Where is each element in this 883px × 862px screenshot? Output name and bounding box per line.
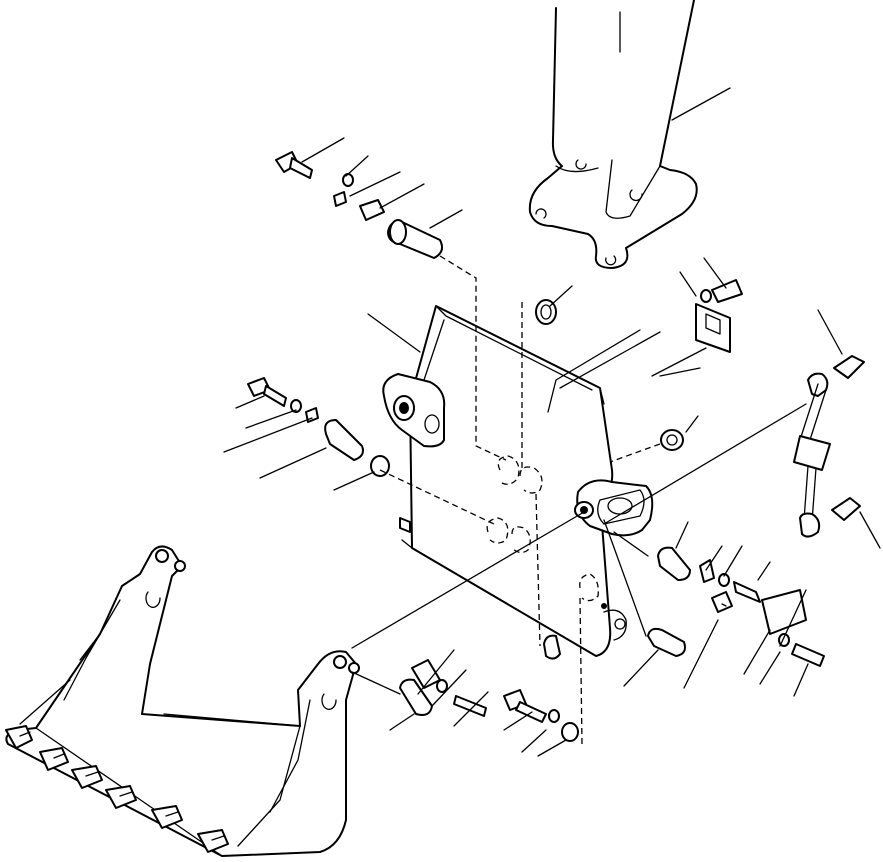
bucket <box>5 545 360 857</box>
hydraulic-cylinder <box>793 355 865 538</box>
assembly-lines <box>379 255 661 745</box>
lift-arm <box>528 0 731 269</box>
upper-fastener-set <box>275 151 443 259</box>
leader-lines <box>223 137 881 757</box>
coupler-frame <box>382 305 654 657</box>
middle-fastener-set <box>247 377 390 477</box>
right-fastener-set <box>535 279 743 451</box>
